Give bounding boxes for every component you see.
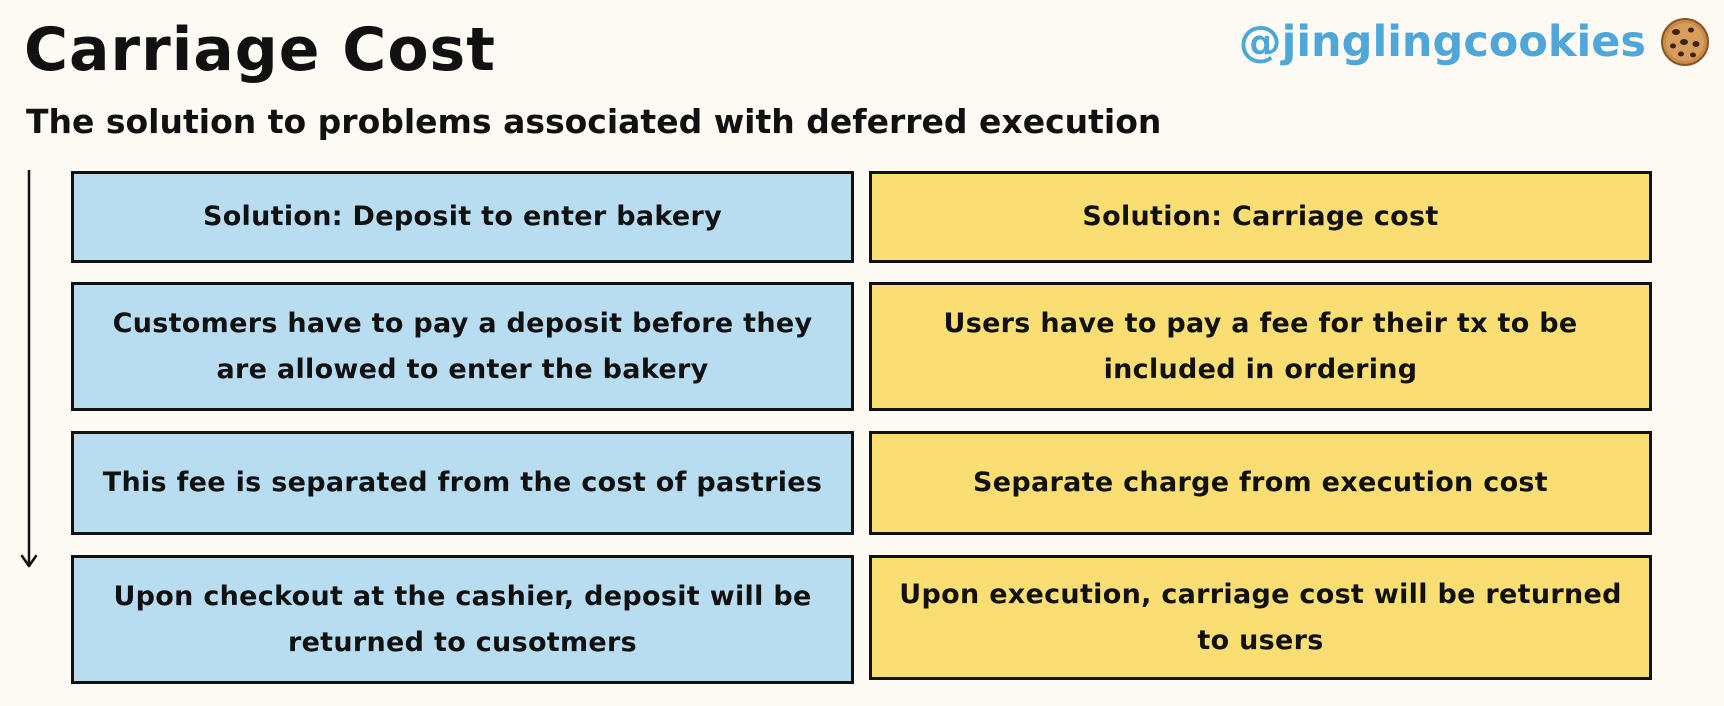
carriage-charge-separation-card: Separate charge from execution cost [869,431,1652,535]
carriage-refund-card: Upon execution, carriage cost will be re… [869,555,1652,680]
carriage-fee-card: Users have to pay a fee for their tx to … [869,282,1652,411]
bakery-fee-separation-card: This fee is separated from the cost of p… [71,431,854,535]
bakery-deposit-card: Customers have to pay a deposit before t… [71,282,854,411]
timeline-arrow [20,170,38,568]
bakery-solution-card: Solution: Deposit to enter bakery [71,171,854,263]
brand: @jinglingcookies [1239,14,1710,70]
cookie-icon [1661,18,1709,66]
page-title: Carriage Cost [24,15,496,85]
carriage-solution-card: Solution: Carriage cost [869,171,1652,263]
page-subtitle: The solution to problems associated with… [26,102,1162,141]
bakery-refund-card: Upon checkout at the cashier, deposit wi… [71,555,854,684]
author-handle: @jinglingcookies [1238,17,1646,67]
